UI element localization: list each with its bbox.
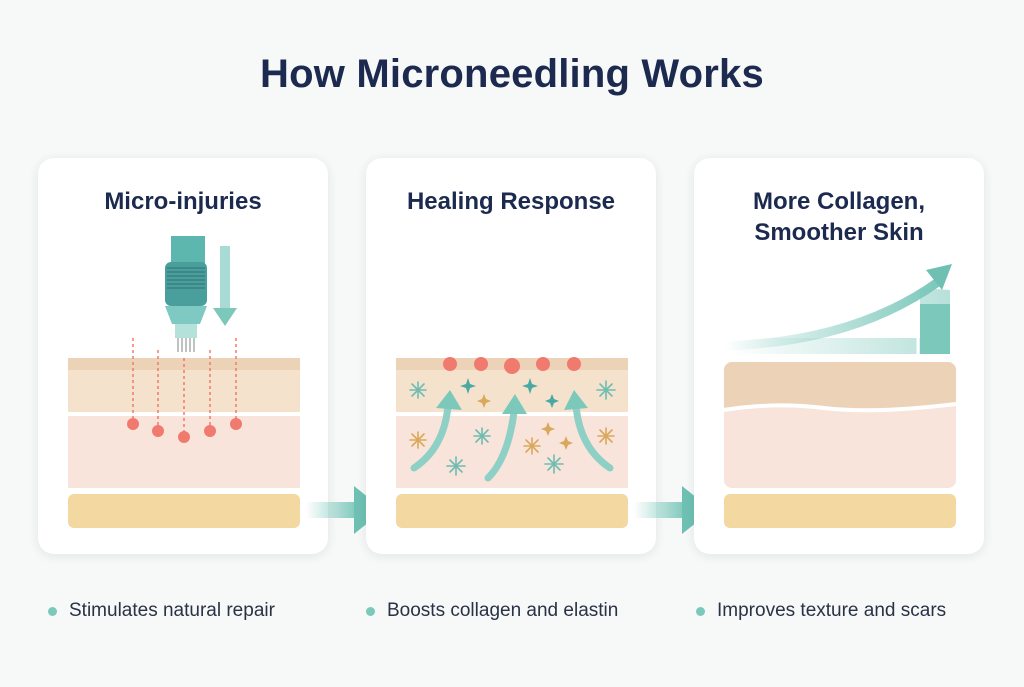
microneedling-pen-icon [165, 236, 207, 352]
bullet-item: Boosts collagen and elastin [366, 600, 618, 622]
bullet-item: Improves texture and scars [696, 600, 946, 622]
step-card-healing-response: Healing Response [366, 158, 656, 554]
bullet-dot-icon [48, 606, 57, 616]
bullet-text: Boosts collagen and elastin [387, 600, 619, 621]
step-card-micro-injuries: Micro-injuries [38, 158, 328, 554]
step-card-more-collagen: More Collagen, Smoother Skin [694, 158, 984, 554]
down-arrow-icon [213, 246, 237, 326]
skin-diagram-micro-injuries [68, 236, 300, 528]
skin-diagram-more-collagen [719, 264, 957, 528]
step-title: More Collagen, Smoother Skin [752, 188, 926, 246]
page-title: How Microneedling Works [260, 52, 764, 96]
sparkle-icon [409, 380, 616, 476]
bullet-text: Stimulates natural repair [69, 600, 275, 621]
step-title: Micro-injuries [104, 188, 262, 215]
bullet-dot-icon [366, 606, 375, 616]
bullet-text: Improves texture and scars [717, 600, 947, 621]
skin-diagram-healing-response [396, 357, 628, 528]
bullet-item: Stimulates natural repair [48, 600, 275, 622]
bullet-dot-icon [696, 606, 705, 616]
step-title: Healing Response [406, 188, 616, 215]
growth-arrow-icon [719, 264, 952, 354]
